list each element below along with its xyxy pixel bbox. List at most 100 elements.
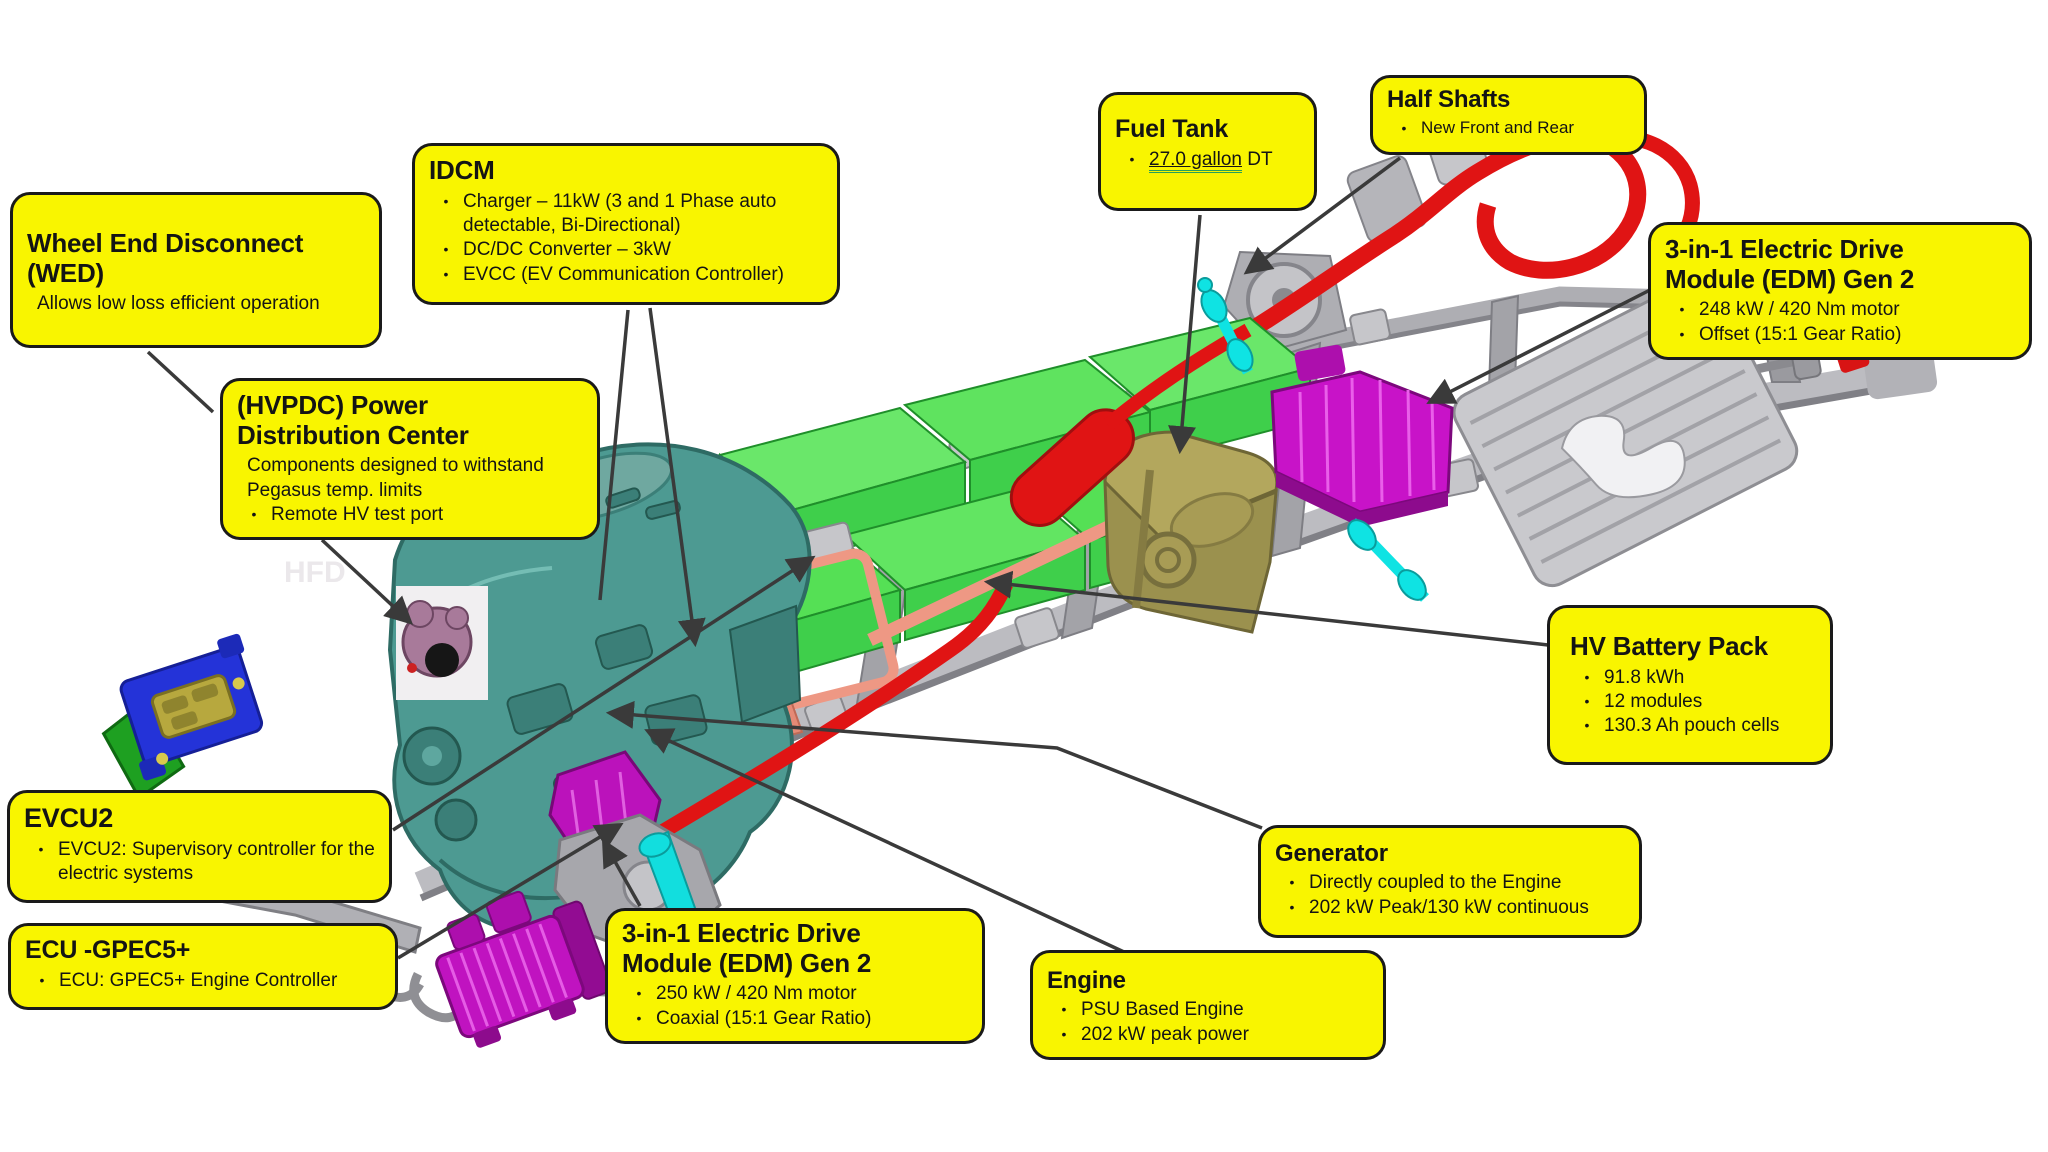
list-item-text: 250 kW / 420 Nm motor xyxy=(656,983,857,1005)
leader-hvpdc-unit xyxy=(648,307,706,648)
callout-half-shafts: Half Shafts • New Front and Rear xyxy=(1370,75,1647,155)
edm-rear xyxy=(1270,344,1454,527)
list-item: • 250 kW / 420 Nm motor xyxy=(622,982,968,1006)
list-item: • Remote HV test port xyxy=(237,503,583,527)
callout-title: HV Battery Pack xyxy=(1570,631,1768,661)
callout-hvpdc: (HVPDC) Power Distribution Center Compon… xyxy=(220,378,600,541)
list-item: • Charger – 11kW (3 and 1 Phase auto dete… xyxy=(429,190,823,239)
leader-fuel-tank xyxy=(1168,214,1202,455)
list-item: •Directly coupled to the Engine xyxy=(1275,871,1625,895)
bullet-marker: • xyxy=(1401,120,1407,137)
bullet-marker: • xyxy=(1061,1025,1067,1042)
callout-title: (HVPDC) Power Distribution Center xyxy=(237,390,469,450)
bullet-marker: • xyxy=(1679,325,1685,342)
callout-title: ECU -GPEC5+ xyxy=(25,936,191,964)
callout-items: Allows low loss efficient operation xyxy=(27,292,343,316)
leader-lines xyxy=(146,156,1651,960)
callout-title: IDCM xyxy=(429,155,495,185)
bullet-marker: • xyxy=(1584,717,1590,734)
leader-edm-rear xyxy=(1426,288,1651,404)
list-item: •12 modules xyxy=(1570,690,1816,714)
bullet-marker: • xyxy=(636,1009,642,1026)
list-item: • 248 kW / 420 Nm motor xyxy=(1665,298,2015,322)
callout-fuel-tank: Fuel Tank • 27.0 gallon DT xyxy=(1098,92,1317,211)
list-item-text: 27.0 gallon DT xyxy=(1149,148,1273,173)
list-item-text: DC/DC Converter – 3kW xyxy=(463,239,671,261)
ecu-module xyxy=(101,633,264,800)
list-item: • 27.0 gallon DT xyxy=(1115,148,1300,173)
callout-title: Half Shafts xyxy=(1387,86,1511,113)
leader-wed-upper xyxy=(146,350,215,414)
fuel-tank xyxy=(1103,430,1279,634)
callout-hv-battery-pack: HV Battery Pack • 91.8 kWh•12 modules • 130… xyxy=(1547,605,1833,765)
list-item-text: 12 modules xyxy=(1604,690,1703,712)
callout-ecu-gpec5: ECU -GPEC5+ •ECU: GPEC5+ Engine Controll… xyxy=(8,923,398,1010)
bullet-marker: • xyxy=(443,265,449,282)
bullet-marker: • xyxy=(1129,150,1135,167)
callout-title: Generator xyxy=(1275,840,1388,867)
callout-title: Fuel Tank xyxy=(1115,115,1229,143)
callout-items: • 248 kW / 420 Nm motor • Offset (15:1 Gear… xyxy=(1665,298,2015,347)
bullet-marker: • xyxy=(1679,301,1685,318)
list-item-text: Components designed to withstand Pegasus… xyxy=(247,455,544,501)
list-item-text: EVCU2: Supervisory controller for the el… xyxy=(58,838,375,885)
list-item-text: EVCC (EV Communication Controller) xyxy=(463,263,784,285)
bullet-marker: • xyxy=(443,192,449,209)
list-item: •PSU Based Engine xyxy=(1047,998,1369,1022)
callout-wheel-end-disconnect: Wheel End Disconnect (WED) Allows low lo… xyxy=(10,192,382,348)
list-item-text: Allows low loss efficient operation xyxy=(37,293,320,315)
callout-items: •Directly coupled to the Engine• 202 kW P… xyxy=(1275,871,1625,920)
callout-items: • EVCU2: Supervisory controller for the e… xyxy=(24,838,375,887)
list-item: • EVCC (EV Communication Controller) xyxy=(429,263,823,287)
bullet-marker: • xyxy=(1289,874,1295,891)
bullet-marker: • xyxy=(251,505,257,522)
leader-wed-arrow xyxy=(320,538,414,625)
list-item: • New Front and Rear xyxy=(1387,117,1630,141)
bullet-marker: • xyxy=(636,985,642,1002)
list-item-text: ECU: GPEC5+ Engine Controller xyxy=(59,969,338,991)
callout-edm-rear: 3-in-1 Electric Drive Module (EDM) Gen 2… xyxy=(1648,222,2032,360)
list-item-text: New Front and Rear xyxy=(1421,118,1575,138)
leader-edm-front xyxy=(601,838,642,907)
list-item-text: Offset (15:1 Gear Ratio) xyxy=(1699,323,1902,345)
wed-actuator: HFD xyxy=(284,556,488,700)
list-item: • EVCU2: Supervisory controller for the e… xyxy=(24,838,375,887)
callout-title: 3-in-1 Electric Drive Module (EDM) Gen 2 xyxy=(1665,234,1915,294)
bullet-marker: • xyxy=(443,241,449,258)
bullet-marker: • xyxy=(1061,1001,1067,1018)
list-item-text: 202 kW peak power xyxy=(1081,1023,1249,1045)
callout-generator: Generator •Directly coupled to the Engin… xyxy=(1258,825,1642,938)
list-item-text: 91.8 kWh xyxy=(1604,666,1685,688)
list-item: •Coaxial (15:1 Gear Ratio) xyxy=(622,1007,968,1031)
list-item-text: 130.3 Ah pouch cells xyxy=(1604,715,1780,737)
list-item: Components designed to withstand Pegasus… xyxy=(237,454,583,503)
list-item: • DC/DC Converter – 3kW xyxy=(429,238,823,262)
list-item: • 130.3 Ah pouch cells xyxy=(1570,714,1816,738)
callout-items: • 27.0 gallon DT xyxy=(1115,148,1300,173)
list-item: • Offset (15:1 Gear Ratio) xyxy=(1665,323,2015,347)
list-item-text: Remote HV test port xyxy=(271,503,444,525)
bullet-marker: • xyxy=(38,840,44,857)
callout-engine: Engine •PSU Based Engine•202 kW peak pow… xyxy=(1030,950,1386,1060)
callout-items: •ECU: GPEC5+ Engine Controller xyxy=(25,969,381,993)
callout-evcu2: EVCU2 • EVCU2: Supervisory controller for… xyxy=(7,790,392,903)
list-item-text: 248 kW / 420 Nm motor xyxy=(1699,299,1900,321)
callout-title: Wheel End Disconnect (WED) xyxy=(27,228,304,288)
list-item-text: Charger – 11kW (3 and 1 Phase auto detec… xyxy=(463,190,777,236)
callout-items: Components designed to withstand Pegasus… xyxy=(237,454,583,527)
callout-idcm: IDCM • Charger – 11kW (3 and 1 Phase auto… xyxy=(412,143,840,305)
callout-items: • Charger – 11kW (3 and 1 Phase auto dete… xyxy=(429,190,823,287)
callout-title: EVCU2 xyxy=(24,803,114,833)
leader-hv-battery xyxy=(983,570,1549,647)
leader-generator xyxy=(605,700,1263,830)
bullet-marker: • xyxy=(1584,668,1590,685)
list-item-text: 202 kW Peak/130 kW continuous xyxy=(1309,896,1589,918)
callout-title: Engine xyxy=(1047,967,1126,994)
edm-standalone xyxy=(435,890,613,1048)
list-item: • 91.8 kWh xyxy=(1570,666,1816,690)
list-item: Allows low loss efficient operation xyxy=(27,292,343,316)
leader-half-shafts xyxy=(1243,156,1402,275)
callout-items: • 250 kW / 420 Nm motor•Coaxial (15:1 Gea… xyxy=(622,982,968,1031)
leader-ecu xyxy=(397,822,624,960)
